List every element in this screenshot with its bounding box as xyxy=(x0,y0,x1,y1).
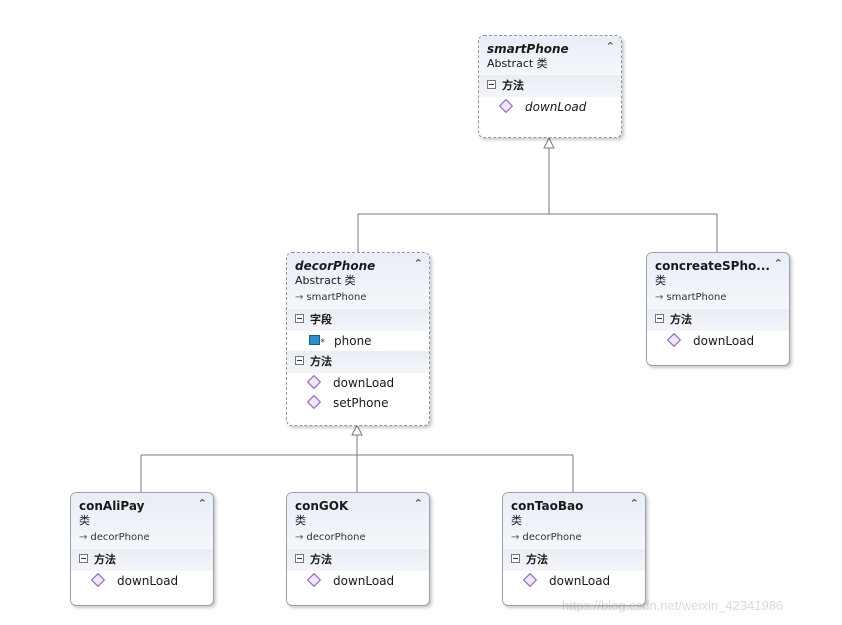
inherit-arrow-icon: → xyxy=(655,292,664,303)
field-icon xyxy=(309,334,325,352)
class-parent: →decorPhone xyxy=(511,532,582,543)
section-methods[interactable]: 方法 xyxy=(71,549,213,571)
class-kind: Abstract 类 xyxy=(295,274,356,287)
collapse-chevron-icon[interactable]: ⌃ xyxy=(605,40,615,53)
method-item[interactable]: setPhone xyxy=(287,393,429,413)
collapse-chevron-icon[interactable]: ⌃ xyxy=(413,257,423,270)
collapse-minus-icon[interactable] xyxy=(655,314,664,323)
method-item[interactable]: downLoad xyxy=(479,97,621,117)
class-name: conTaoBao xyxy=(511,499,584,513)
inherit-arrow-icon: → xyxy=(295,532,304,543)
method-icon xyxy=(666,332,682,348)
class-header: conTaoBao 类 →decorPhone ⌃ xyxy=(503,493,645,549)
class-kind: 类 xyxy=(79,514,90,527)
method-item[interactable]: downLoad xyxy=(647,331,789,351)
method-item[interactable]: downLoad xyxy=(503,571,645,591)
inherit-arrow-icon: → xyxy=(79,532,88,543)
class-name: concreateSPho... xyxy=(655,259,770,273)
collapse-minus-icon[interactable] xyxy=(487,80,496,89)
class-name: smartPhone xyxy=(487,42,569,56)
class-decorphone[interactable]: decorPhone Abstract 类 →smartPhone ⌃ 字段 p… xyxy=(286,252,430,426)
class-parent: →decorPhone xyxy=(295,532,366,543)
collapse-minus-icon[interactable] xyxy=(295,554,304,563)
class-header: conAliPay 类 →decorPhone ⌃ xyxy=(71,493,213,549)
method-icon xyxy=(522,572,538,588)
collapse-chevron-icon[interactable]: ⌃ xyxy=(413,497,423,510)
section-methods[interactable]: 方法 xyxy=(503,549,645,571)
class-smartphone[interactable]: smartPhone Abstract 类 ⌃ 方法 downLoad xyxy=(478,35,622,138)
class-contaobao[interactable]: conTaoBao 类 →decorPhone ⌃ 方法 downLoad xyxy=(502,492,646,606)
class-parent: →smartPhone xyxy=(295,292,367,303)
class-kind: 类 xyxy=(511,514,522,527)
section-fields[interactable]: 字段 xyxy=(287,309,429,331)
method-icon xyxy=(306,572,322,588)
class-parent: →decorPhone xyxy=(79,532,150,543)
method-icon xyxy=(306,394,322,410)
section-methods[interactable]: 方法 xyxy=(647,309,789,331)
section-methods[interactable]: 方法 xyxy=(479,75,621,97)
inherit-arrow-icon: → xyxy=(295,292,304,303)
class-header: decorPhone Abstract 类 →smartPhone ⌃ xyxy=(287,253,429,309)
collapse-minus-icon[interactable] xyxy=(511,554,520,563)
class-name: conAliPay xyxy=(79,499,145,513)
method-icon xyxy=(90,572,106,588)
class-congok[interactable]: conGOK 类 →decorPhone ⌃ 方法 downLoad xyxy=(286,492,430,606)
section-methods[interactable]: 方法 xyxy=(287,351,429,373)
class-header: smartPhone Abstract 类 ⌃ xyxy=(479,36,621,75)
inherit-arrow-icon: → xyxy=(511,532,520,543)
collapse-chevron-icon[interactable]: ⌃ xyxy=(629,497,639,510)
class-parent: →smartPhone xyxy=(655,292,727,303)
method-item[interactable]: downLoad xyxy=(287,373,429,393)
field-item[interactable]: phone xyxy=(287,331,429,352)
watermark-text: https://blog.csdn.net/weixin_42341986 xyxy=(562,598,784,613)
collapse-minus-icon[interactable] xyxy=(295,314,304,323)
method-item[interactable]: downLoad xyxy=(287,571,429,591)
collapse-chevron-icon[interactable]: ⌃ xyxy=(773,257,783,270)
method-item[interactable]: downLoad xyxy=(71,571,213,591)
class-kind: Abstract 类 xyxy=(487,57,548,70)
collapse-chevron-icon[interactable]: ⌃ xyxy=(197,497,207,510)
inheritance-arrowhead xyxy=(351,423,363,436)
class-name: conGOK xyxy=(295,499,349,513)
method-icon xyxy=(306,374,322,390)
class-kind: 类 xyxy=(295,514,306,527)
section-methods[interactable]: 方法 xyxy=(287,549,429,571)
class-header: concreateSPho... 类 →smartPhone ⌃ xyxy=(647,253,789,309)
inheritance-arrowhead xyxy=(543,136,555,149)
collapse-minus-icon[interactable] xyxy=(295,356,304,365)
method-icon xyxy=(498,98,514,114)
class-kind: 类 xyxy=(655,274,666,287)
class-concreatesphone[interactable]: concreateSPho... 类 →smartPhone ⌃ 方法 down… xyxy=(646,252,790,366)
class-conalipay[interactable]: conAliPay 类 →decorPhone ⌃ 方法 downLoad xyxy=(70,492,214,606)
class-name: decorPhone xyxy=(295,259,376,273)
class-header: conGOK 类 →decorPhone ⌃ xyxy=(287,493,429,549)
collapse-minus-icon[interactable] xyxy=(79,554,88,563)
